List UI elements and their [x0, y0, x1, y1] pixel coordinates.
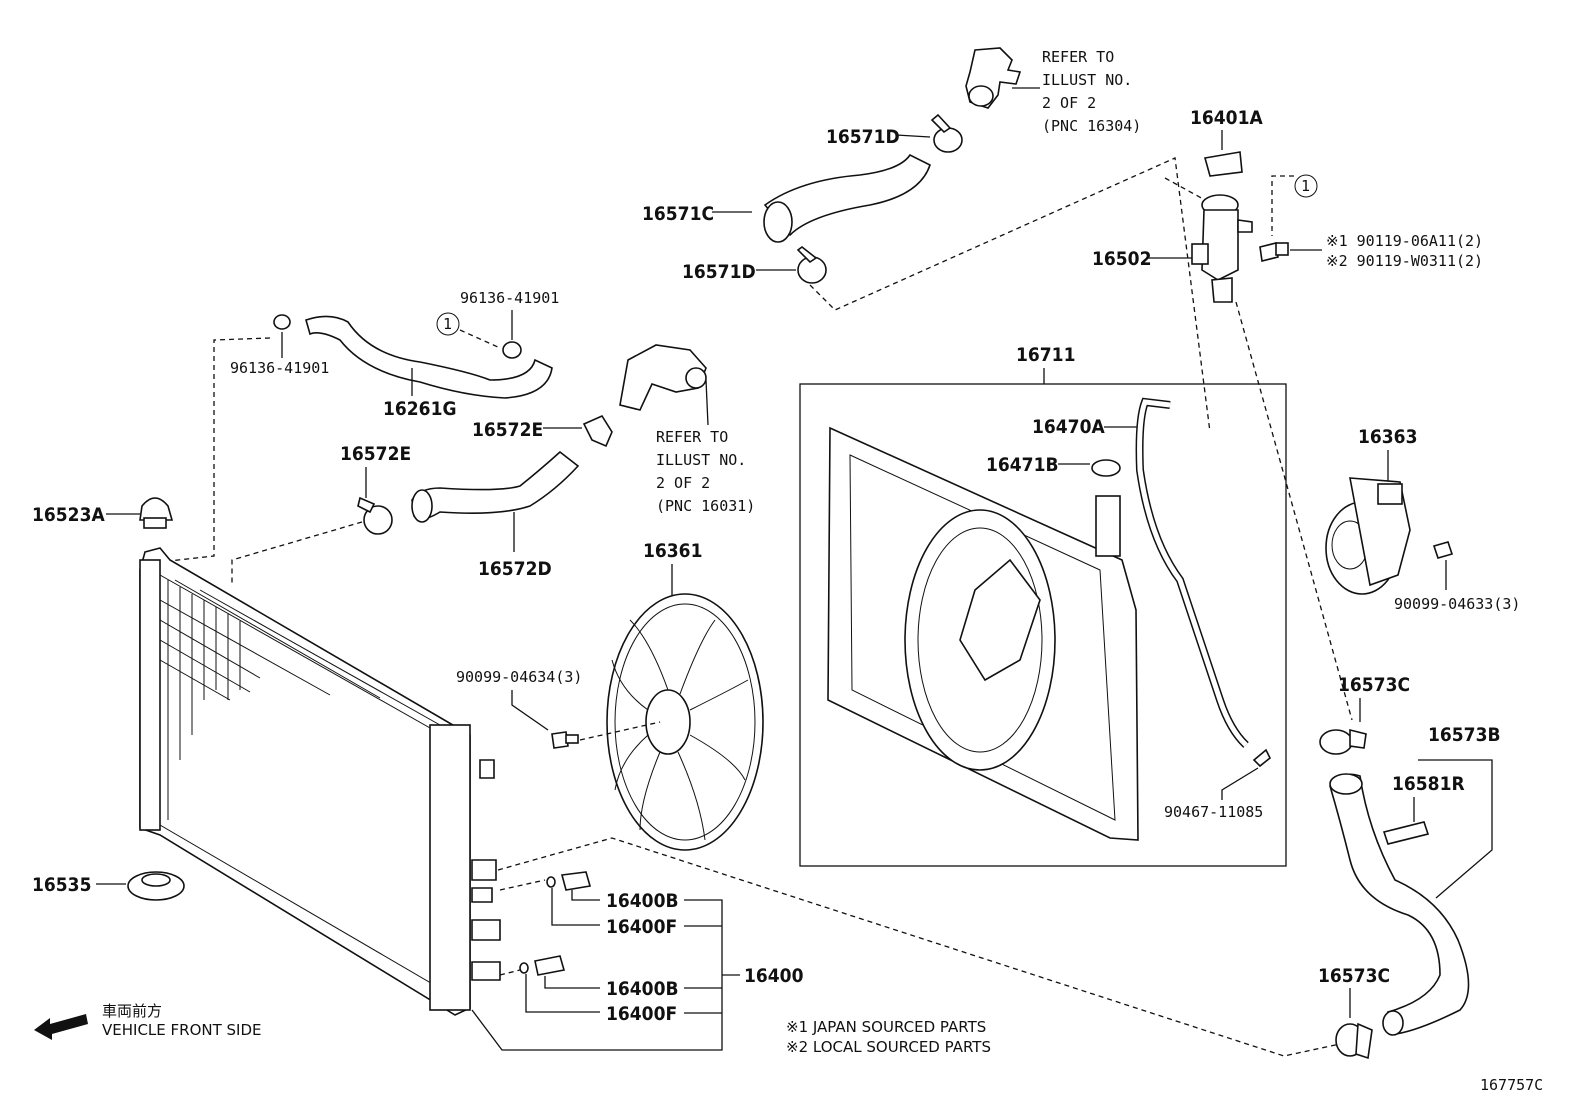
cooling-fan-16361[interactable]: [606, 593, 764, 851]
label-16581R: 16581R: [1392, 773, 1465, 795]
clamp-16572E-left[interactable]: [357, 496, 393, 535]
label-16711: 16711: [1016, 344, 1075, 366]
filler-neck-16502[interactable]: [1191, 194, 1253, 303]
lower-hose-16572D[interactable]: [411, 450, 580, 523]
drain-plug-upper[interactable]: [546, 871, 592, 891]
label-90099-04634: 90099-04634(3): [456, 668, 582, 686]
clip-96136-left[interactable]: [273, 314, 291, 330]
clamp-16572E-top[interactable]: [582, 414, 613, 448]
label-16470A: 16470A: [1032, 416, 1105, 438]
label-16573C-top: 16573C: [1338, 674, 1410, 696]
label-16535: 16535: [32, 874, 91, 896]
label-16571D-bottom: 16571D: [682, 261, 756, 283]
clamp-16573C-bottom[interactable]: [1335, 1022, 1373, 1060]
refer-mid-line-3: 2 OF 2: [656, 474, 710, 492]
label-16502: 16502: [1092, 248, 1151, 270]
label-16261G: 16261G: [383, 398, 457, 420]
thermostat-housing-refer-mid: [619, 344, 709, 426]
label-16400: 16400: [744, 965, 804, 987]
overflow-hose-16470A[interactable]: [1135, 397, 1249, 748]
thermostat-housing-refer-top: [965, 47, 1040, 109]
label-16573C-bottom: 16573C: [1318, 965, 1390, 987]
hose-16261G[interactable]: [305, 315, 553, 399]
upper-hose-16571C[interactable]: [712, 153, 931, 243]
label-16361: 16361: [643, 540, 702, 562]
label-16523A: 16523A: [32, 504, 105, 526]
cushion-16535[interactable]: [127, 871, 185, 901]
hose-16573B[interactable]: [1329, 773, 1470, 1036]
clamp-16571D-top[interactable]: [895, 113, 963, 153]
label-90467-11085: 90467-11085: [1164, 803, 1263, 821]
clamp-16573C-top[interactable]: [1319, 728, 1367, 755]
cap-16471B[interactable]: [1091, 459, 1121, 477]
drain-plug-lower[interactable]: [519, 955, 566, 976]
fan-motor-16363[interactable]: [1325, 477, 1411, 595]
clamp-16571D-bottom[interactable]: [756, 245, 827, 284]
diagram-id: 167757C: [1480, 1076, 1543, 1094]
label-16571C: 16571C: [642, 203, 714, 225]
clip-90467-11085[interactable]: [1252, 748, 1272, 768]
label-16572D: 16572D: [478, 558, 552, 580]
refer-top-line-1: REFER TO: [1042, 48, 1114, 66]
callout-marker-right: 1: [1294, 174, 1318, 198]
label-16363: 16363: [1358, 426, 1417, 448]
pin-16581R[interactable]: [1382, 821, 1430, 845]
refer-top-line-2: ILLUST NO.: [1042, 71, 1132, 89]
shroud-assembly-box: [799, 383, 1287, 867]
radiator-core[interactable]: [139, 547, 501, 1016]
fan-shroud[interactable]: [827, 426, 1139, 841]
screw-90099-04634[interactable]: [551, 731, 579, 749]
refer-mid-line-2: ILLUST NO.: [656, 451, 746, 469]
legend-local-sourced: ※2 LOCAL SOURCED PARTS: [786, 1038, 991, 1056]
refer-top-line-3: 2 OF 2: [1042, 94, 1096, 112]
svg-text:1: 1: [443, 315, 452, 333]
label-96136-left: 96136-41901: [230, 359, 329, 377]
label-90099-04633: 90099-04633(3): [1394, 595, 1520, 613]
label-16471B: 16471B: [986, 454, 1059, 476]
vehicle-front-arrow-icon: [34, 1014, 88, 1040]
bolt-option-local: ※2 90119-W0311(2): [1326, 252, 1483, 270]
label-96136-top: 96136-41901: [460, 289, 559, 307]
cap-16401A[interactable]: [1203, 151, 1243, 177]
label-16573B: 16573B: [1428, 724, 1501, 746]
vehicle-front-jp: 車両前方: [102, 1002, 162, 1020]
bolt-option-japan: ※1 90119-06A11(2): [1326, 232, 1483, 250]
cushion-16523A[interactable]: [139, 497, 174, 529]
svg-text:1: 1: [1301, 177, 1310, 195]
clip-96136-top[interactable]: [502, 341, 522, 359]
label-16401A: 16401A: [1190, 107, 1263, 129]
refer-mid-line-1: REFER TO: [656, 428, 728, 446]
bolt-90119[interactable]: [1259, 242, 1289, 262]
label-16400F-2: 16400F: [606, 1003, 677, 1025]
label-16572E-top: 16572E: [472, 419, 543, 441]
legend-japan-sourced: ※1 JAPAN SOURCED PARTS: [786, 1018, 986, 1036]
label-16400F-1: 16400F: [606, 916, 677, 938]
label-16571D-top: 16571D: [826, 126, 900, 148]
label-16400B-2: 16400B: [606, 978, 679, 1000]
screw-90099-04633[interactable]: [1432, 541, 1454, 559]
refer-top-line-4: (PNC 16304): [1042, 117, 1141, 135]
label-16572E-left: 16572E: [340, 443, 411, 465]
callout-marker-left: 1: [436, 312, 460, 336]
label-16400B-1: 16400B: [606, 890, 679, 912]
refer-mid-line-4: (PNC 16031): [656, 497, 755, 515]
vehicle-front-en: VEHICLE FRONT SIDE: [102, 1021, 262, 1039]
